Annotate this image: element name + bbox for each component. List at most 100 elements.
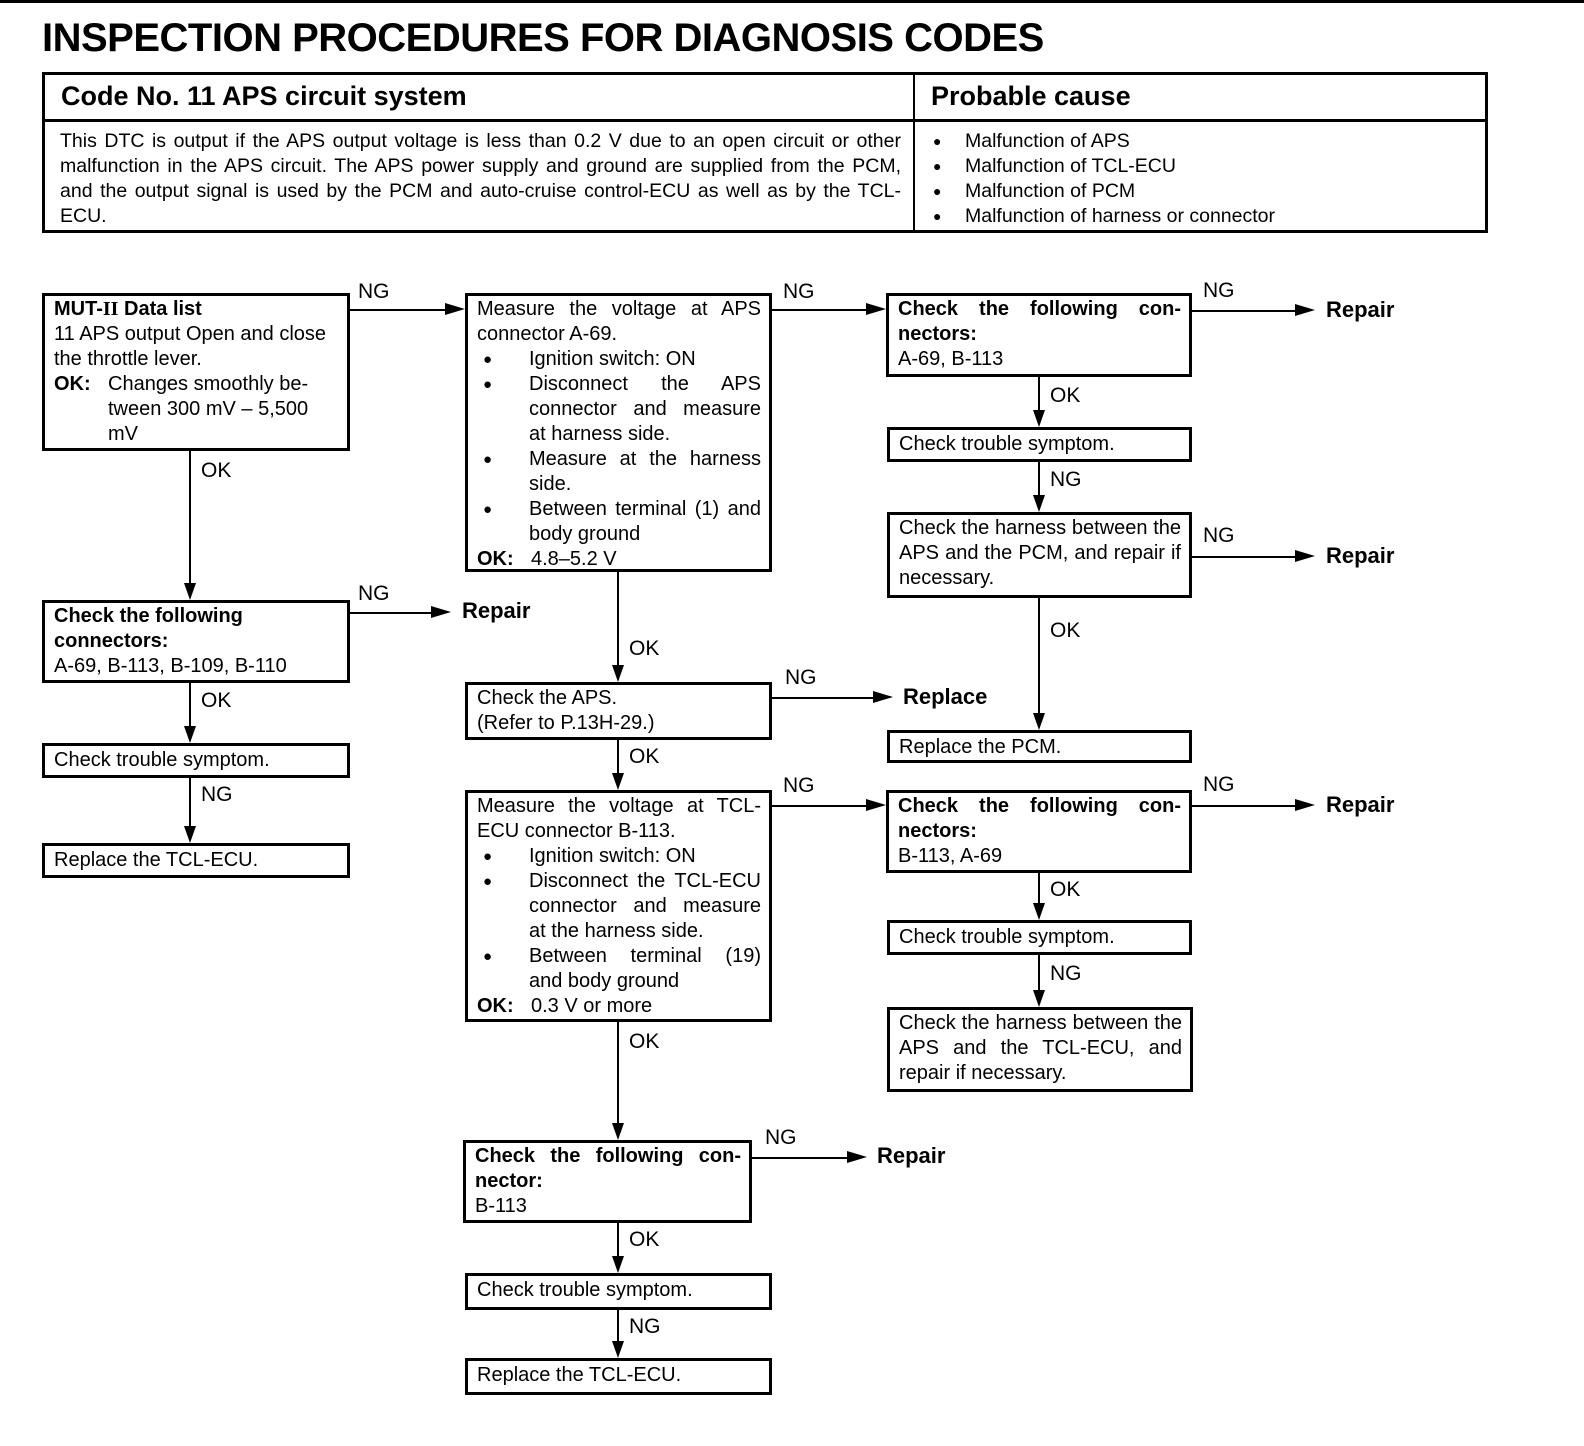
connector-line [772,697,876,699]
flow-box-check-aps: Check the APS. (Refer to P.13H-29.) [465,682,772,740]
ok-spec-text: 4.8–5.2 V [531,548,617,570]
arrow-right-icon [1295,550,1315,562]
arrow-down-icon [1033,495,1045,512]
bullet-item: ● Disconnect the APS connector and measu… [477,372,761,447]
ok-label: OK [201,459,232,482]
repair-label: Repair [1326,543,1395,568]
ng-label: NG [1050,468,1082,491]
bullet-item: ● Ignition switch: ON [477,844,761,869]
arrow-down-icon [184,726,196,743]
connector-list: A-69, B-113 [898,348,1004,370]
arrow-down-icon [1033,410,1045,427]
arrow-right-icon [866,303,886,315]
repair-label: Repair [877,1143,946,1168]
box-ref: (Refer to P.13H-29.) [477,712,655,734]
page-title: INSPECTION PROCEDURES FOR DIAGNOSIS CODE… [42,16,1044,60]
connector-line [617,740,619,776]
arrow-right-icon [873,691,893,703]
bullet-icon: ● [483,376,493,393]
flow-box-check-harness-aps-tcl: Check the harness between the APS and th… [887,1007,1193,1092]
flow-box-check-trouble-symptom-right1: Check trouble symptom. [887,427,1192,462]
connector-line [350,309,450,311]
bullet-icon: ● [483,848,493,865]
bullet-icon: ● [483,873,493,890]
ok-spec: OK: Changes smoothly be- tween 300 mV – … [54,372,339,447]
box-title-2: nectors: [898,323,977,345]
flow-box-replace-tcl-ecu-bottom: Replace the TCL-ECU. [465,1358,772,1395]
connector-line [1038,377,1040,413]
connector-line [772,309,870,311]
connector-line [1192,805,1298,807]
connector-line [772,805,870,807]
box-title: Check the following con- [475,1145,741,1167]
flow-box-check-trouble-symptom-left: Check trouble symptom. [42,743,350,778]
arrow-right-icon [847,1151,867,1163]
flow-box-check-harness-aps-pcm: Check the harness between the APS and th… [887,512,1192,598]
box-text: Measure the voltage at APS connector A-6… [477,298,761,345]
ng-label: NG [1203,279,1235,302]
bullet-icon: ● [483,451,493,468]
box-title: Check the following connectors: [54,605,243,652]
connector-list: A-69, B-113, B-109, B-110 [54,655,287,677]
repair-label: Repair [1326,792,1395,817]
ng-label: NG [629,1315,661,1338]
top-rule [0,0,1584,3]
bullet-icon: ● [483,501,493,518]
ok-label: OK [629,745,660,768]
arrow-down-icon [612,665,624,682]
repair-label: Repair [462,598,531,623]
flow-box-replace-pcm: Replace the PCM. [887,730,1192,763]
ok-label: OK [629,1030,660,1053]
arrow-down-icon [1033,990,1045,1007]
bullet-icon: ● [933,158,942,174]
box-title-suffix: Data list [124,298,202,320]
bullet-item: ● Between terminal (19) and body ground [477,944,761,994]
bullet-item: ● Ignition switch: ON [477,347,761,372]
ng-label: NG [1203,773,1235,796]
bullet-icon: ● [483,948,493,965]
box-title-2: nectors: [898,820,977,842]
flow-box-check-connectors-a69-b113: Check the following con- nectors: A-69, … [886,293,1192,377]
ok-label: OK [201,689,232,712]
arrow-right-icon [866,799,886,811]
connector-line [1038,462,1040,498]
probable-cause-header: Probable cause [913,75,1485,122]
connector-line [350,612,434,614]
connector-line [1038,598,1040,716]
dtc-table: Code No. 11 APS circuit system Probable … [42,72,1488,233]
bullet-icon: ● [933,133,942,149]
cause-text: Malfunction of TCL-ECU [965,155,1176,177]
dtc-description: This DTC is output if the APS output vol… [60,130,901,227]
arrow-down-icon [612,1123,624,1140]
cause-item: ● Malfunction of APS [933,129,1485,154]
ng-label: NG [785,666,817,689]
flow-box-check-connector-b113: Check the following con- nector: B-113 [463,1140,752,1223]
ok-spec-label: OK: [54,373,91,395]
repair-label: Repair [1326,297,1395,322]
connector-line [617,1310,619,1344]
flow-box-replace-tcl-ecu-left: Replace the TCL-ECU. [42,843,350,878]
flow-box-measure-tcl-voltage: Measure the voltage at TCL-ECU connector… [465,790,772,1022]
bullet-icon: ● [933,183,942,199]
connector-line [189,451,191,587]
ok-spec-text: Changes smoothly be- tween 300 mV – 5,50… [108,373,309,445]
bullet-item: ● Between terminal (1) and body ground [477,497,761,547]
bullet-icon: ● [483,351,493,368]
arrow-right-icon [1295,799,1315,811]
connector-line [752,1157,850,1159]
ng-label: NG [201,783,233,806]
ng-label: NG [1050,962,1082,985]
arrow-down-icon [1033,713,1045,730]
box-title: Check the following con- [898,298,1181,320]
connector-list: B-113 [475,1195,527,1217]
flow-box-check-trouble-symptom-right2: Check trouble symptom. [887,920,1192,955]
ok-label: OK [629,1228,660,1251]
arrow-down-icon [612,1341,624,1358]
flow-box-check-trouble-symptom-center: Check trouble symptom. [465,1273,772,1310]
cause-item: ● Malfunction of PCM [933,179,1485,204]
arrow-right-icon [1295,304,1315,316]
ng-label: NG [783,280,815,303]
ok-label: OK [629,637,660,660]
bullet-item: ● Measure at the harness side. [477,447,761,497]
